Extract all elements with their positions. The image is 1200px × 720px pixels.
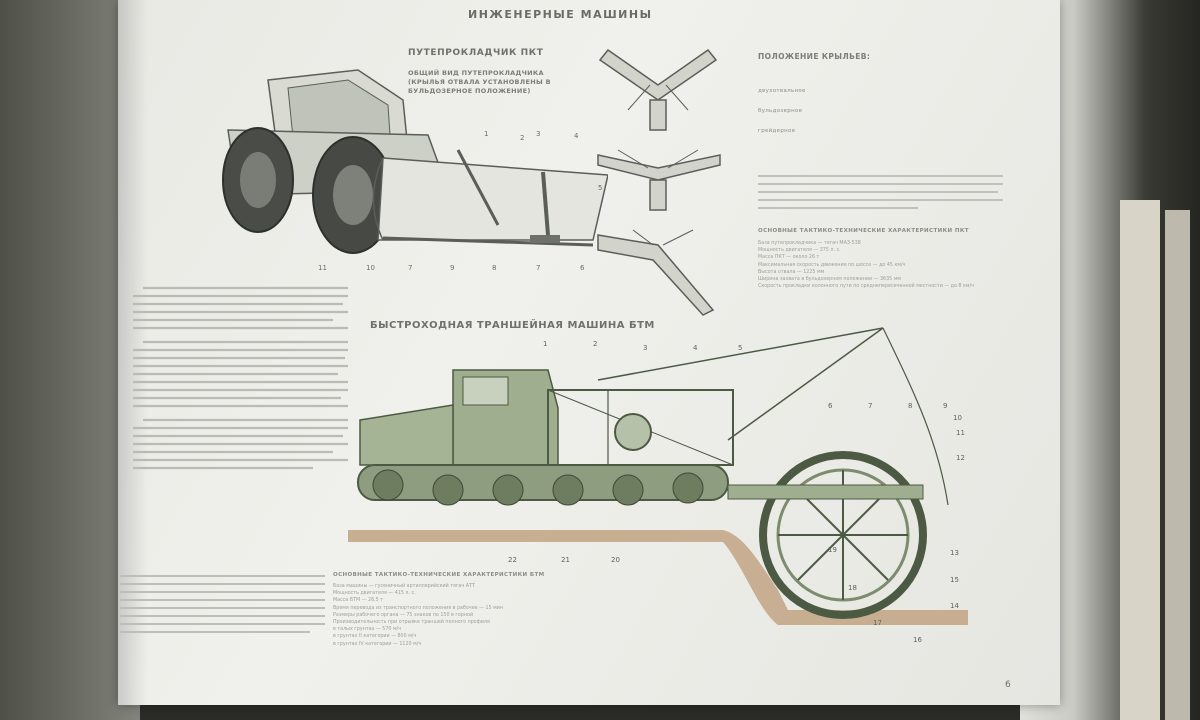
btm-callout: 19 <box>828 546 837 554</box>
pkt-callout: 1 <box>484 130 488 138</box>
poster-sheet: ИНЖЕНЕРНЫЕ МАШИНЫ ПУТЕПРОКЛАДЧИК ПКТ ОБЩ… <box>118 0 1060 705</box>
spec-line: Мощность двигателя — 415 л. с. <box>333 591 416 597</box>
pkt-subtitle: ОБЩИЙ ВИД ПУТЕПРОКЛАДЧИКА (КРЫЛЬЯ ОТВАЛА… <box>408 69 551 95</box>
spec-line: Производительность при отрывке траншей п… <box>333 620 490 626</box>
pkt-callout: 4 <box>574 132 579 140</box>
btm-title: БЫСТРОХОДНАЯ ТРАНШЕЙНАЯ МАШИНА БТМ <box>370 320 655 331</box>
desk-background-left <box>0 0 140 720</box>
btm-callout: 15 <box>950 576 959 584</box>
spec-line: в грунтах II категории — 800 м/ч <box>333 634 417 640</box>
spec-line: Ширина захвата в бульдозерном положении … <box>758 277 901 283</box>
wing-positions-heading: ПОЛОЖЕНИЕ КРЫЛЬЕВ: <box>758 52 871 61</box>
book-spine <box>1120 200 1160 720</box>
pkt-title: ПУТЕПРОКЛАДЧИК ПКТ <box>408 48 544 58</box>
btm-illustration: 1 2 3 4 5 6 7 8 9 10 11 12 22 21 20 19 1… <box>348 327 968 644</box>
btm-callout: 17 <box>873 619 882 627</box>
pkt-callout: 2 <box>520 134 524 142</box>
btm-specs-list: База машины — гусеничный артиллерийский … <box>333 583 633 648</box>
btm-callout: 12 <box>956 454 965 462</box>
page-number: 6 <box>1005 680 1011 690</box>
btm-callout: 4 <box>693 344 698 352</box>
spec-line: База путепрокладчика — тягач МАЗ-538 <box>758 241 861 246</box>
wing-position-item: бульдозерное <box>758 108 803 114</box>
btm-specs-heading: ОСНОВНЫЕ ТАКТИКО-ТЕХНИЧЕСКИЕ ХАРАКТЕРИСТ… <box>333 572 545 578</box>
pkt-callout: 8 <box>492 264 496 272</box>
btm-callout: 1 <box>543 340 547 348</box>
pkt-legend-text <box>758 175 1003 209</box>
spec-line: Время перевода из транспортного положени… <box>333 605 503 611</box>
spec-line: Масса БТМ — 26,5 т <box>333 598 384 604</box>
spec-line: Скорость прокладки колонного пути по сре… <box>758 284 974 290</box>
btm-callout: 11 <box>956 429 965 437</box>
btm-callout: 8 <box>908 402 912 410</box>
btm-callout: 9 <box>943 402 947 410</box>
pkt-illustration: 1 2 3 4 5 11 10 7 9 8 7 6 <box>222 69 608 272</box>
btm-callout: 5 <box>738 344 742 352</box>
wing-position-diagrams <box>597 48 721 316</box>
spec-line: в грунтах IV категории — 1120 м/ч <box>333 641 422 647</box>
spec-line: Мощность двигателя — 375 л. с. <box>758 248 841 254</box>
btm-callout: 21 <box>561 556 570 564</box>
btm-callout: 2 <box>593 340 597 348</box>
book-spine <box>1165 210 1190 720</box>
spec-line: Масса ПКТ — около 26 т <box>758 255 820 261</box>
btm-callout: 3 <box>643 344 647 352</box>
body-text-block <box>133 286 348 470</box>
spec-line: Размеры рабочего органа — 75 знаков по 1… <box>333 612 474 618</box>
pkt-callout: 11 <box>318 264 327 272</box>
btm-callout: 10 <box>953 414 962 422</box>
btm-callout: 7 <box>868 402 872 410</box>
btm-callout: 18 <box>848 584 857 592</box>
btm-callout: 22 <box>508 556 517 564</box>
spec-line: База машины — гусеничный артиллерийский … <box>333 584 475 589</box>
btm-callout: 14 <box>950 602 959 610</box>
pkt-callout: 6 <box>580 264 585 272</box>
pkt-callout: 9 <box>450 264 454 272</box>
spec-line: Высота отвала — 1225 мм <box>758 269 825 275</box>
pkt-callout: 3 <box>536 130 540 138</box>
poster-title: ИНЖЕНЕРНЫЕ МАШИНЫ <box>468 8 653 21</box>
btm-callout: 16 <box>913 636 922 644</box>
pkt-callout: 7 <box>536 264 540 272</box>
pkt-specs-heading: ОСНОВНЫЕ ТАКТИКО-ТЕХНИЧЕСКИЕ ХАРАКТЕРИСТ… <box>758 228 969 234</box>
pkt-callout: 5 <box>598 184 602 192</box>
pkt-callout: 7 <box>408 264 412 272</box>
pkt-specs-list: База путепрокладчика — тягач МАЗ-538 Мощ… <box>758 240 1008 290</box>
wing-position-item: двухотвальное <box>758 88 806 94</box>
btm-callout: 20 <box>611 556 620 564</box>
spec-line: Максимальная скорость движения по шоссе … <box>758 262 906 268</box>
spec-line: в талых грунтах — 570 м/ч <box>333 627 402 633</box>
btm-legend-text <box>120 575 325 633</box>
btm-callout: 6 <box>828 402 833 410</box>
wing-position-item: грейдерное <box>758 128 796 134</box>
btm-callout: 13 <box>950 549 959 557</box>
pkt-callout: 10 <box>366 264 375 272</box>
